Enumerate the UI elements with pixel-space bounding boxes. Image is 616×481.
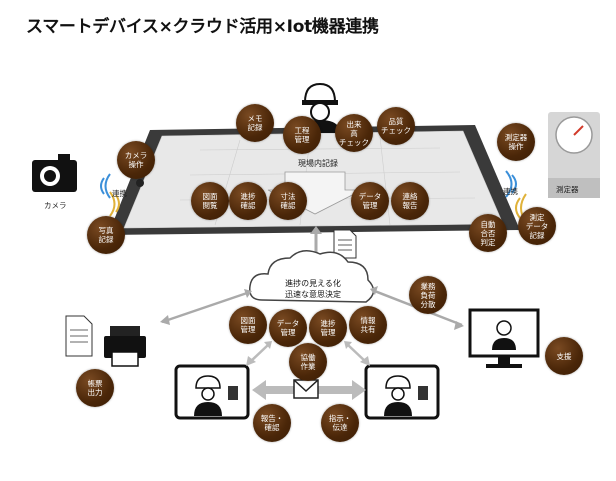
cloud-text: 進捗の見える化 迅速な意思決定 (285, 279, 341, 299)
tablet-bottom-right-icon (364, 364, 440, 420)
bubble-inspection: 出来 高 チェック (335, 114, 373, 152)
bubble-meter-data: 測定 データ 記録 (518, 207, 556, 245)
bubble-business-share: 業務 負荷 分散 (409, 276, 447, 314)
bubble-support: 支援 (545, 337, 583, 375)
paper-documents-icon (65, 315, 93, 357)
tablet-bottom-left-icon (174, 364, 250, 420)
bubble-quality: 品質 チェック (377, 107, 415, 145)
page-title: スマートデバイス×クラウド活用×Iot機器連携 (26, 17, 379, 37)
arrow-cloud-right-tablet (344, 341, 370, 366)
bubble-memo: メモ 記録 (236, 104, 274, 142)
meter-label: 測定器 (556, 185, 579, 194)
bubble-contact: 連絡 報告 (391, 182, 429, 220)
bubble-report-confirm: 報告・ 確認 (253, 404, 291, 442)
cloud-shape (249, 250, 375, 303)
arrow-cloud-left-tablet (246, 341, 272, 366)
bubble-meter-op: 測定器 操作 (497, 123, 535, 161)
arrow-cloud-printer (160, 289, 252, 325)
bubble-drawing-mgmt: 図面 管理 (229, 306, 267, 344)
bubble-collaboration: 協働 作業 (289, 343, 327, 381)
bubble-camera-op: カメラ 操作 (117, 141, 155, 179)
bubble-data-mgmt-2: データ 管理 (269, 309, 307, 347)
bubble-auto-judge: 自動 合否 判定 (469, 214, 507, 252)
camera-link-label: 連携 (112, 189, 127, 198)
bubble-info-share: 情報 共有 (349, 306, 387, 344)
monitor-support-icon (468, 308, 540, 368)
meter-link-label: 連携 (503, 187, 518, 196)
meter-device-icon (548, 112, 600, 198)
bubble-photo: 写真 記録 (87, 216, 125, 254)
bubble-process: 工程 管理 (283, 116, 321, 154)
tablet-screen-label: 現場内記録 (298, 159, 338, 168)
camera-label: カメラ (44, 201, 67, 210)
bubble-instruction: 指示・ 伝達 (321, 404, 359, 442)
printer-icon (104, 326, 146, 367)
envelope-icon (293, 379, 319, 399)
camera-icon (32, 154, 77, 192)
bubble-progress-mgmt: 進捗 管理 (309, 309, 347, 347)
bubble-form-output: 帳票 出力 (76, 369, 114, 407)
bubble-data-mgmt: データ 管理 (351, 182, 389, 220)
bubble-drawing: 図面 閲覧 (191, 182, 229, 220)
camera-signal-icon (100, 173, 120, 217)
bubble-dimension: 寸法 確認 (269, 182, 307, 220)
bubble-progress-check: 進捗 確認 (229, 182, 267, 220)
